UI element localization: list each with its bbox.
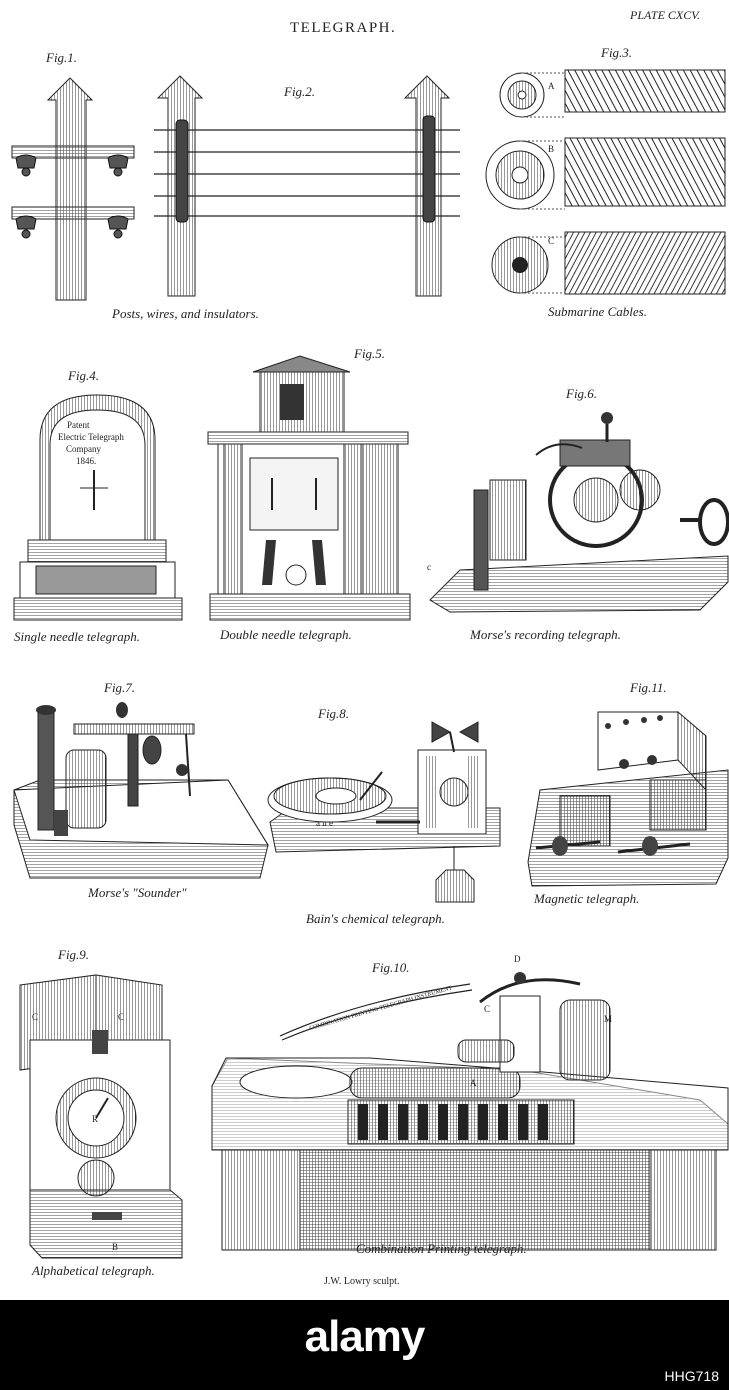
- fig5-double-needle: [207, 355, 411, 621]
- svg-text:C: C: [484, 1004, 490, 1014]
- svg-text:C: C: [32, 1012, 38, 1022]
- fig2-posts-wires: [154, 75, 460, 297]
- fig-label: Fig.1.: [46, 50, 78, 65]
- svg-text:C: C: [548, 236, 554, 246]
- svg-text:A: A: [470, 1078, 477, 1088]
- fig3-cables: A B C: [485, 69, 726, 295]
- fig-label: Fig.4.: [68, 368, 100, 383]
- stock-footer: alamy HHG718: [0, 1300, 729, 1390]
- svg-text:R: R: [92, 1114, 98, 1124]
- fig8-bain: a n e: [267, 721, 501, 903]
- svg-text:B: B: [548, 144, 554, 154]
- fig-label: Fig.10.: [372, 960, 410, 975]
- svg-text:D: D: [514, 954, 521, 964]
- svg-text:B: B: [112, 1242, 118, 1252]
- caption-morse-recording: Morse's recording telegraph.: [470, 627, 621, 642]
- fig1-post: [11, 77, 135, 301]
- caption-posts: Posts, wires, and insulators.: [112, 306, 259, 321]
- caption-magnetic: Magnetic telegraph.: [534, 891, 640, 906]
- dial-line-2: Electric Telegraph: [58, 432, 124, 442]
- plate-number: PLATE CXCV.: [630, 8, 701, 22]
- engraver-credit: J.W. Lowry sculpt.: [324, 1276, 400, 1287]
- svg-text:A: A: [548, 81, 555, 91]
- engraved-plate: A B C Patent Electric Telegraph Company …: [0, 0, 729, 1300]
- fig-label: Fig.8.: [318, 706, 350, 721]
- svg-text:M: M: [604, 1014, 612, 1024]
- dial-line-1: Patent: [67, 420, 90, 430]
- fig-label: Fig.5.: [354, 346, 386, 361]
- fig9-alphabetical: C C R B: [19, 974, 183, 1259]
- fig11-magnetic: [527, 710, 729, 887]
- svg-text:C: C: [118, 1012, 124, 1022]
- fig-label: Fig.11.: [630, 680, 667, 695]
- svg-text:a n e: a n e: [316, 818, 333, 828]
- plate-title: TELEGRAPH.: [290, 20, 397, 36]
- caption-combination: Combination Printing telegraph.: [356, 1241, 527, 1256]
- caption-sounder: Morse's "Sounder": [88, 885, 187, 900]
- fig-label: Fig.3.: [601, 45, 633, 60]
- fig-label: Fig.6.: [566, 386, 598, 401]
- fig7-sounder: [13, 702, 269, 879]
- caption-alphabetical: Alphabetical telegraph.: [32, 1263, 155, 1278]
- brand-logo: alamy: [304, 1312, 426, 1361]
- dial-line-4: 1846.: [76, 456, 96, 466]
- caption-single-needle: Single needle telegraph.: [14, 629, 140, 644]
- fig-label: Fig.7.: [104, 680, 136, 695]
- fig-label: Fig.9.: [58, 947, 90, 962]
- fig10-combination: COMBINATION PRINTING TELEGRAPH INSTRUMEN…: [211, 954, 729, 1251]
- fig4-single-needle: Patent Electric Telegraph Company 1846.: [13, 394, 183, 621]
- caption-double-needle: Double needle telegraph.: [220, 627, 352, 642]
- fig6-morse-recording: c: [427, 412, 729, 613]
- dial-line-3: Company: [66, 444, 101, 454]
- image-id: HHG718: [664, 1368, 719, 1384]
- fig-label: Fig.2.: [284, 84, 316, 99]
- caption-cables: Submarine Cables.: [548, 304, 647, 319]
- svg-text:c: c: [427, 562, 431, 572]
- tape-text: COMBINATION PRINTING TELEGRAPH INSTRUMEN…: [309, 985, 453, 1032]
- caption-bain: Bain's chemical telegraph.: [306, 911, 445, 926]
- plate-artwork: A B C Patent Electric Telegraph Company …: [11, 69, 729, 1259]
